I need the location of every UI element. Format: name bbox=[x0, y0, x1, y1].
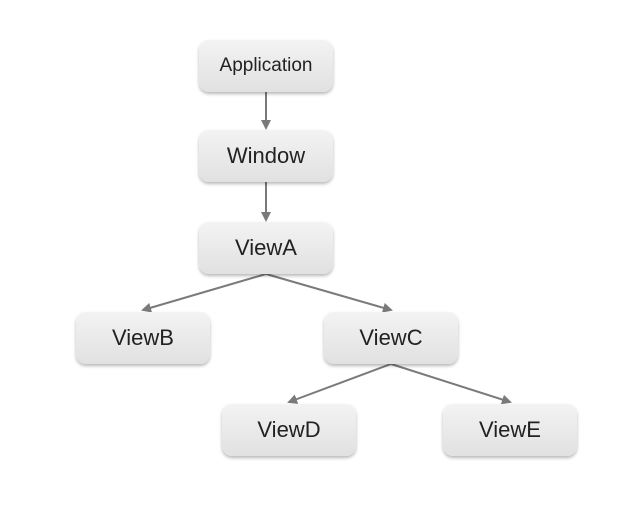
edge-viewc-to-viewe bbox=[390, 363, 512, 405]
node-window: Window bbox=[199, 130, 333, 182]
node-viewa: ViewA bbox=[199, 222, 333, 274]
node-viewb: ViewB bbox=[76, 312, 210, 364]
node-viewe: ViewE bbox=[443, 404, 577, 456]
edge-viewc-to-viewd bbox=[287, 363, 392, 404]
edge-viewa-to-viewc bbox=[265, 273, 393, 313]
node-viewc: ViewC bbox=[324, 312, 458, 364]
edge-viewa-to-viewb bbox=[141, 273, 267, 313]
node-application: Application bbox=[199, 40, 333, 92]
node-viewd: ViewD bbox=[222, 404, 356, 456]
